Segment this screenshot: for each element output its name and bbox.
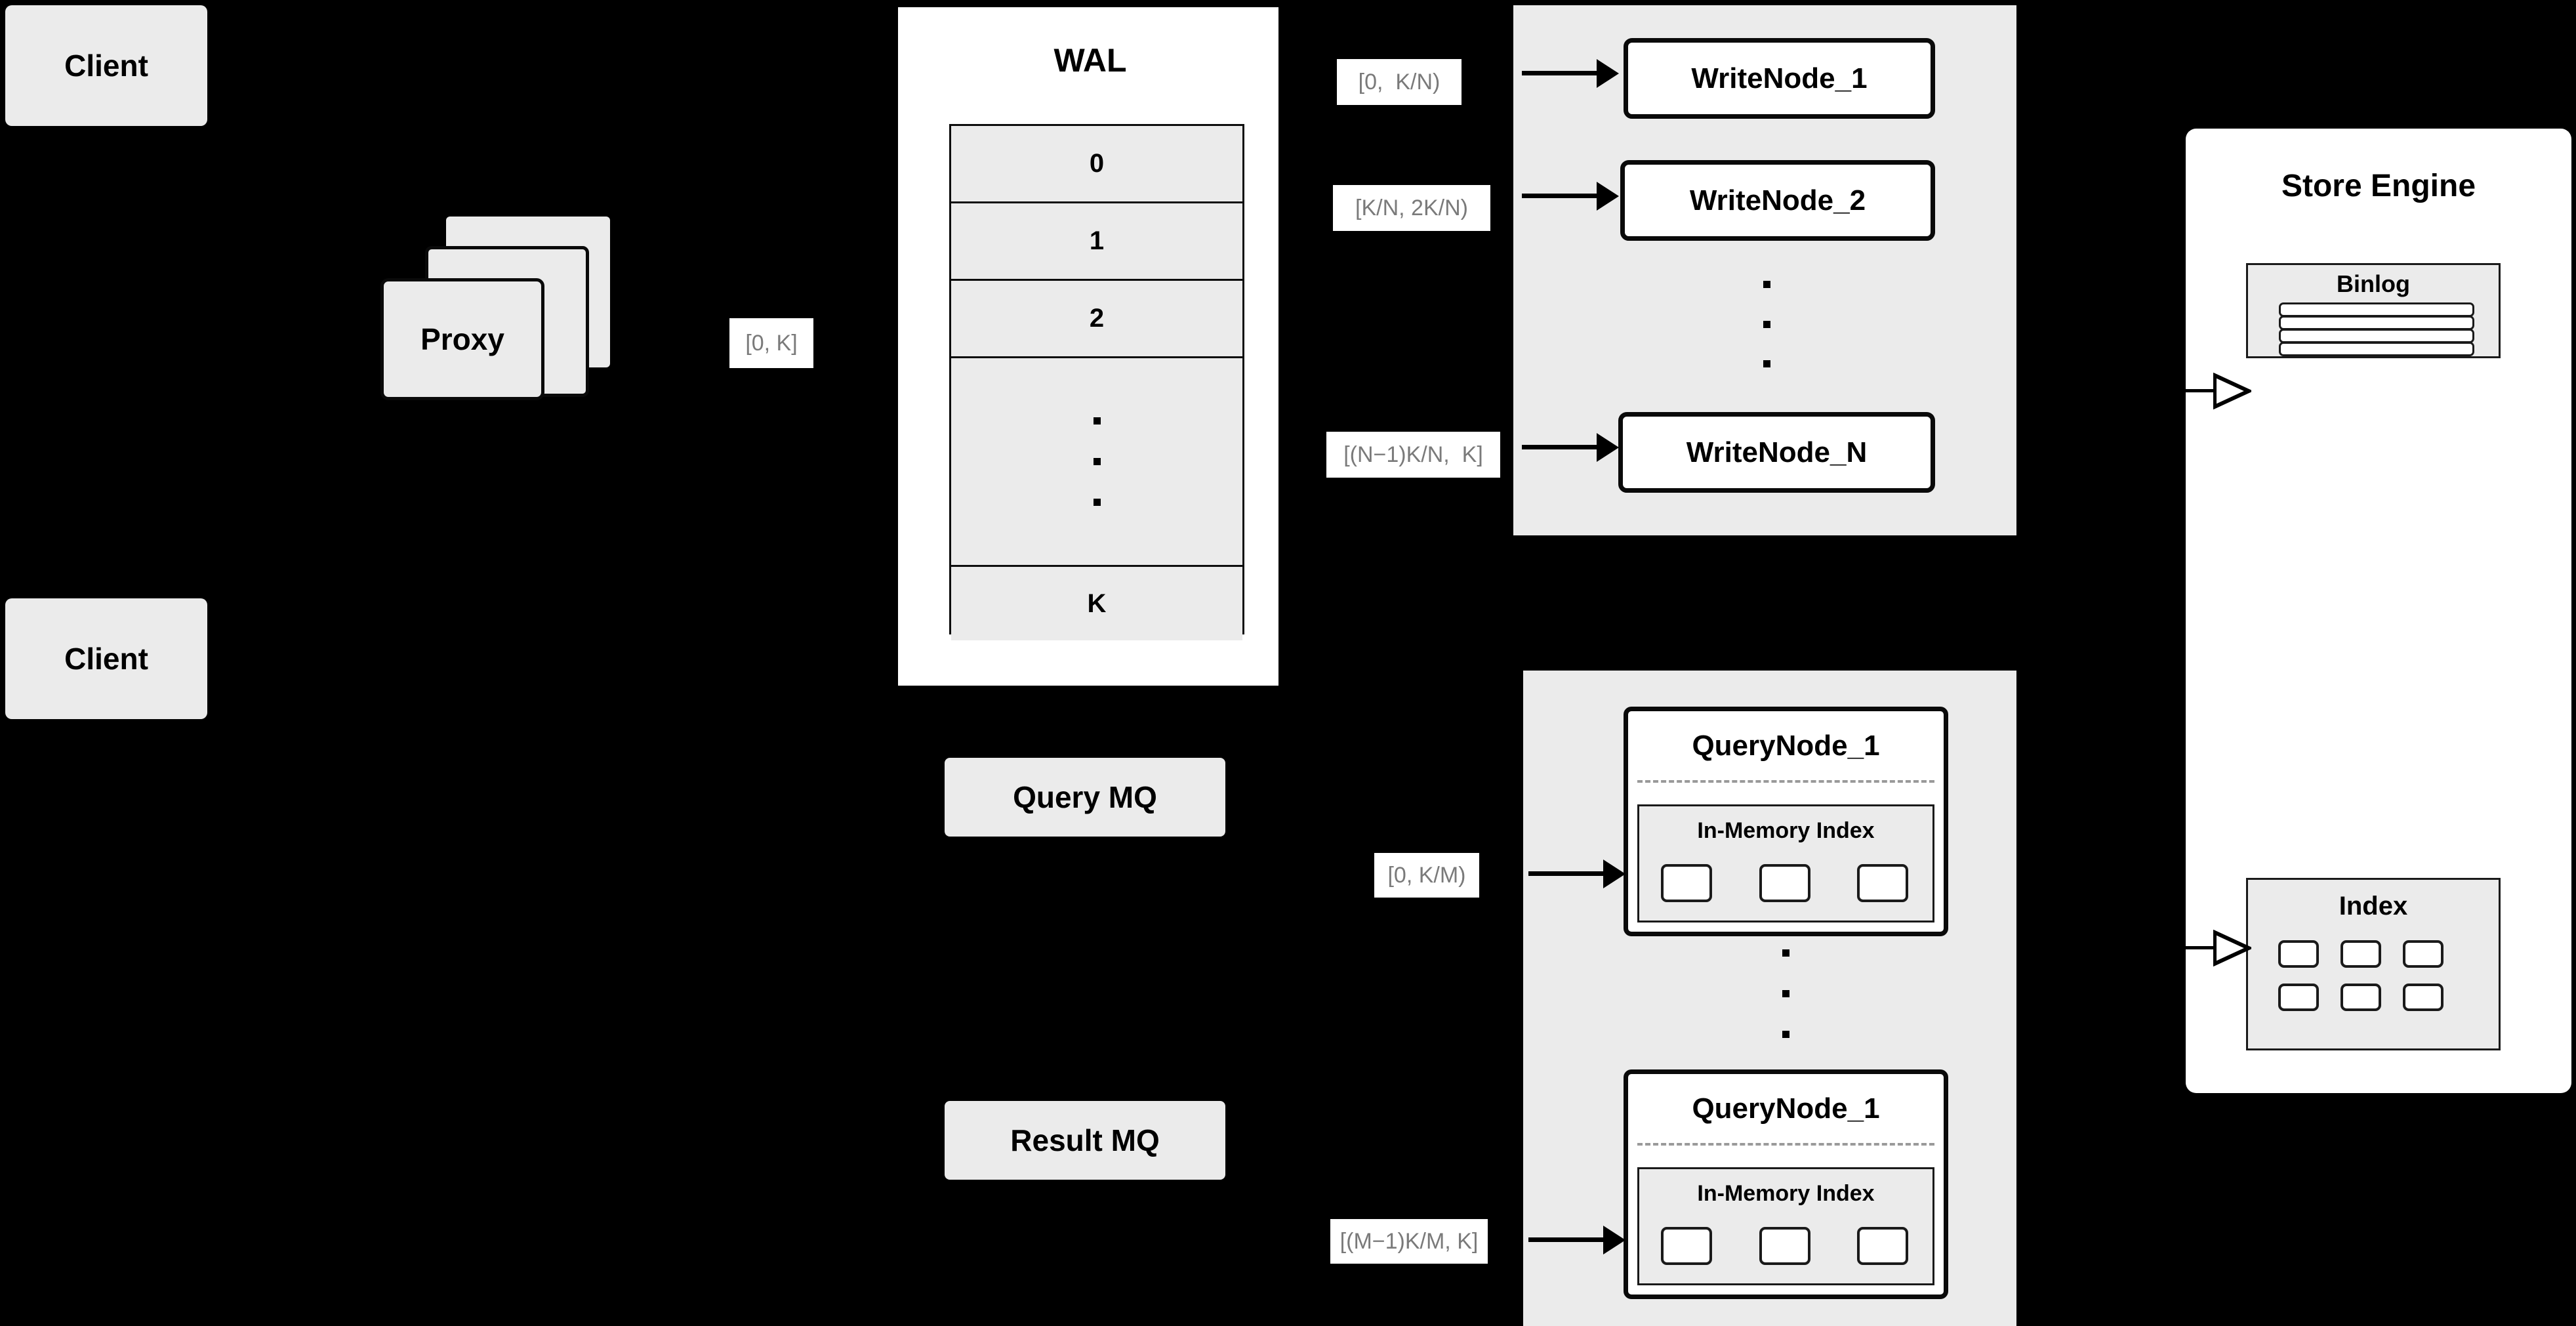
- result-mq-node[interactable]: Result MQ: [945, 1101, 1225, 1180]
- write-node-1-label: WriteNode_1: [1691, 62, 1868, 94]
- wal-row-label: K: [1087, 589, 1107, 618]
- binlog-segment[interactable]: [2279, 302, 2474, 317]
- arrow-line-query-m: [1528, 1237, 1606, 1242]
- binlog-segment[interactable]: [2279, 342, 2474, 356]
- index-slot[interactable]: [2278, 940, 2319, 968]
- proxy-node[interactable]: Proxy: [380, 278, 544, 400]
- wal-row[interactable]: 1: [951, 203, 1242, 281]
- store-engine-title: Store Engine: [2281, 169, 2476, 203]
- edge-label-query-m-text: [(M−1)K/M, K]: [1339, 1228, 1479, 1254]
- query-node-1[interactable]: QueryNode_1 In-Memory Index: [1624, 707, 1948, 936]
- proxy-stack[interactable]: Proxy: [380, 217, 689, 433]
- wal-card: WAL 0 1 2 K: [896, 5, 1280, 688]
- query-node-1-in-memory-index: In-Memory Index: [1637, 804, 1934, 922]
- arrow-line-write-n: [1522, 445, 1599, 449]
- query-mq-label: Query MQ: [1013, 780, 1157, 814]
- query-node-m-title: QueryNode_1: [1692, 1092, 1880, 1125]
- query-node-m-separator: [1637, 1143, 1934, 1146]
- edge-label-query-1-text: [0, K/M): [1387, 862, 1466, 888]
- wal-row-label: 1: [1089, 226, 1105, 255]
- store-engine-card: Store Engine Binlog Index: [2186, 129, 2571, 1093]
- arrow-line-write-1: [1522, 71, 1599, 75]
- arrow-head-to-index-icon: [2213, 930, 2251, 966]
- arrow-head-to-binlog-icon: [2213, 373, 2251, 409]
- query-node-1-title: QueryNode_1: [1692, 730, 1880, 762]
- arrow-head-write-n-icon: [1597, 433, 1619, 462]
- write-node-vertical-ellipsis-icon: [1727, 281, 1806, 367]
- query-node-m[interactable]: QueryNode_1 In-Memory Index: [1624, 1069, 1948, 1299]
- wal-row[interactable]: 2: [951, 281, 1242, 358]
- query-node-m-index-slot[interactable]: [1759, 1227, 1810, 1265]
- wal-title: WAL: [1053, 42, 1127, 79]
- edge-label-write-n-text: [(N−1)K/N, K]: [1343, 442, 1483, 467]
- edge-label-write-2: [K/N, 2K/N): [1333, 185, 1490, 231]
- wal-row[interactable]: K: [951, 567, 1242, 640]
- write-node-1[interactable]: WriteNode_1: [1624, 38, 1935, 119]
- binlog-segment[interactable]: [2279, 329, 2474, 343]
- wal-row[interactable]: 0: [951, 126, 1242, 203]
- write-node-panel: WriteNode_1 WriteNode_2 WriteNode_N: [1513, 5, 2016, 535]
- index-slot[interactable]: [2403, 984, 2443, 1011]
- query-node-m-in-memory-index: In-Memory Index: [1637, 1167, 1934, 1285]
- arrow-head-write-1-icon: [1597, 59, 1619, 88]
- query-node-vertical-ellipsis-icon: [1746, 949, 1825, 1038]
- edge-label-write-1: [0, K/N): [1337, 59, 1462, 105]
- query-node-m-index-slot[interactable]: [1857, 1227, 1908, 1265]
- query-node-panel: QueryNode_1 In-Memory Index QueryNode_1: [1523, 671, 2016, 1326]
- arrow-line-to-index: [2184, 946, 2216, 949]
- query-node-1-index-slot[interactable]: [1661, 864, 1712, 902]
- arrow-head-query-1-icon: [1603, 860, 1625, 888]
- arrow-line-to-binlog: [2184, 389, 2216, 392]
- client-node-1-label: Client: [64, 49, 148, 83]
- write-node-n[interactable]: WriteNode_N: [1618, 412, 1935, 493]
- arrow-head-write-2-icon: [1597, 182, 1619, 211]
- edge-label-proxy-to-wal-text: [0, K]: [745, 330, 798, 356]
- arrow-line-query-1: [1528, 871, 1606, 876]
- edge-label-query-m: [(M−1)K/M, K]: [1330, 1219, 1488, 1264]
- index-slot[interactable]: [2403, 940, 2443, 968]
- write-node-n-label: WriteNode_N: [1686, 436, 1868, 468]
- query-node-1-index-slot[interactable]: [1857, 864, 1908, 902]
- write-node-2-label: WriteNode_2: [1689, 184, 1866, 217]
- index-title: Index: [2339, 892, 2408, 921]
- result-mq-label: Result MQ: [1010, 1123, 1160, 1157]
- index-slot[interactable]: [2341, 940, 2381, 968]
- index-slot[interactable]: [2341, 984, 2381, 1011]
- wal-row-ellipsis: [951, 358, 1242, 567]
- edge-label-proxy-to-wal: [0, K]: [729, 318, 813, 368]
- wal-vertical-ellipsis-icon: [1093, 417, 1101, 506]
- index-slot[interactable]: [2278, 984, 2319, 1011]
- proxy-label: Proxy: [420, 322, 504, 356]
- arrow-head-query-m-icon: [1603, 1226, 1625, 1254]
- edge-label-write-n: [(N−1)K/N, K]: [1326, 432, 1500, 478]
- binlog-title: Binlog: [2337, 270, 2410, 297]
- edge-label-write-2-text: [K/N, 2K/N): [1355, 195, 1468, 220]
- client-node-2[interactable]: Client: [5, 598, 207, 719]
- query-node-1-separator: [1637, 780, 1934, 783]
- index-box: Index: [2246, 878, 2501, 1050]
- client-node-2-label: Client: [64, 642, 148, 676]
- wal-row-list: 0 1 2 K: [949, 124, 1244, 640]
- binlog-segment[interactable]: [2279, 316, 2474, 330]
- arrow-line-write-2: [1522, 194, 1599, 198]
- wal-row-label: 0: [1089, 149, 1105, 178]
- binlog-box: Binlog: [2246, 263, 2501, 358]
- edge-label-query-1: [0, K/M): [1374, 853, 1479, 898]
- query-mq-node[interactable]: Query MQ: [945, 758, 1225, 837]
- edge-label-write-1-text: [0, K/N): [1358, 69, 1441, 94]
- client-node-1[interactable]: Client: [5, 5, 207, 126]
- query-node-1-in-memory-index-title: In-Memory Index: [1697, 818, 1875, 843]
- query-node-m-index-slot[interactable]: [1661, 1227, 1712, 1265]
- query-node-1-index-slot[interactable]: [1759, 864, 1810, 902]
- query-node-m-in-memory-index-title: In-Memory Index: [1697, 1181, 1875, 1206]
- write-node-2[interactable]: WriteNode_2: [1620, 160, 1935, 241]
- wal-row-label: 2: [1089, 304, 1105, 333]
